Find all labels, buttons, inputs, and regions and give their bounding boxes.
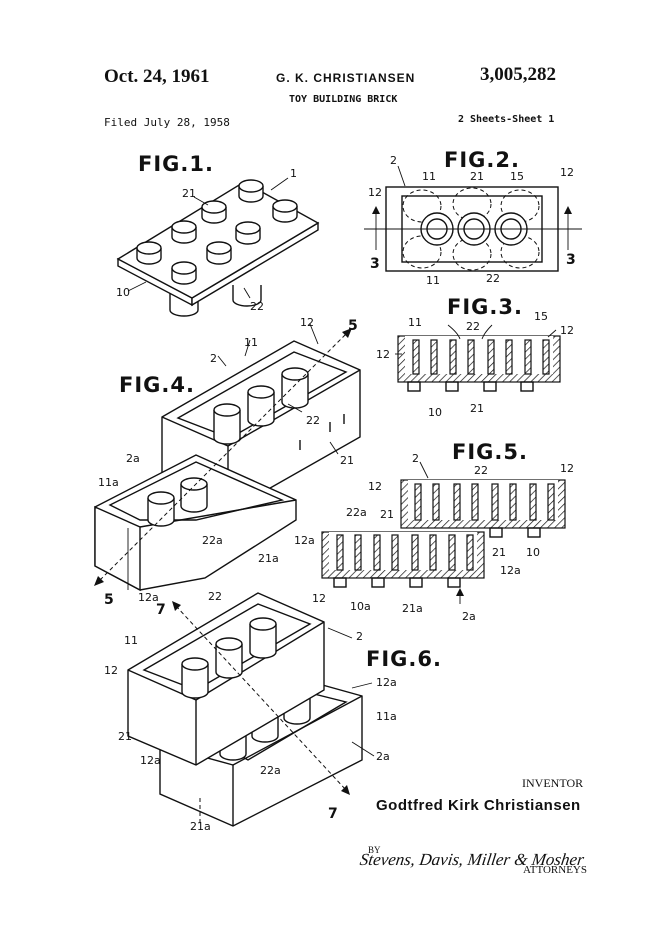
ref-fig5-12-left: 12 [368, 480, 382, 493]
ref-fig1-22: 22 [250, 300, 264, 313]
fig3-section-drawing [395, 324, 561, 392]
ref-fig5-10: 10 [526, 546, 540, 559]
inventor-name: Godtfred Kirk Christiansen [376, 797, 581, 814]
filed-date: Filed July 28, 1958 [104, 116, 230, 129]
ref-fig2-12-right: 12 [560, 166, 574, 179]
ref-fig3-12-right: 12 [560, 324, 574, 337]
inventor-label: INVENTOR [522, 776, 584, 790]
ref-fig6-12a-right: 12a [376, 676, 397, 689]
ref-fig2-22: 22 [486, 272, 500, 285]
fig6-assembly-drawing [127, 592, 375, 827]
fig3-label: FIG.3. [447, 295, 523, 319]
ref-fig4-21: 21 [340, 454, 354, 467]
ref-fig2-11-bottom: 11 [426, 274, 440, 287]
ref-fig5-21-left: 21 [380, 508, 394, 521]
by-label: BY [368, 845, 381, 855]
ref-fig1-1: 1 [290, 167, 297, 180]
ref-fig1-10: 10 [116, 286, 130, 299]
inventor-header: G. K. CHRISTIANSEN [276, 71, 416, 85]
ref-fig2-3-right: 3 [566, 252, 576, 268]
fig2-label: FIG.2. [444, 148, 520, 172]
ref-fig5-22: 22 [474, 464, 488, 477]
fig5-label: FIG.5. [452, 440, 528, 464]
ref-fig4-22a: 22a [202, 534, 223, 547]
ref-fig3-10: 10 [428, 406, 442, 419]
ref-fig5-2: 2 [412, 452, 419, 465]
ref-fig5-12-right: 12 [560, 462, 574, 475]
patent-number: 3,005,282 [480, 64, 556, 85]
patent-title: TOY BUILDING BRICK [289, 94, 398, 105]
ref-fig5-12a-left: 12a [294, 534, 315, 547]
ref-fig6-12-top: 12 [312, 592, 326, 605]
attorneys-label: ATTORNEYS [523, 864, 587, 876]
ref-fig3-11: 11 [408, 316, 422, 329]
ref-fig4-21a: 21a [258, 552, 279, 565]
ref-fig6-22a: 22a [260, 764, 281, 777]
ref-fig4-11a: 11a [98, 476, 119, 489]
ref-fig6-11: 11 [124, 634, 138, 647]
ref-fig6-2a: 2a [376, 750, 390, 763]
ref-fig2-11: 11 [422, 170, 436, 183]
ref-fig6-11a: 11a [376, 710, 397, 723]
ref-fig4-5-top: 5 [348, 318, 358, 334]
ref-fig5-12a-right: 12a [500, 564, 521, 577]
ref-fig4-2a: 2a [126, 452, 140, 465]
ref-fig3-12-left: 12 [376, 348, 390, 361]
fig1-label: FIG.1. [138, 152, 214, 176]
reference-numerals: 1 21 10 22 2 11 21 15 12 12 3 3 11 22 11… [98, 154, 576, 833]
ref-fig3-15: 15 [534, 310, 548, 323]
ref-fig6-21a: 21a [190, 820, 211, 833]
fig1-studs [136, 179, 298, 285]
ref-fig4-11: 11 [244, 336, 258, 349]
ref-fig6-12-left: 12 [104, 664, 118, 677]
ref-fig4-22: 22 [306, 414, 320, 427]
ref-fig5-22a: 22a [346, 506, 367, 519]
ref-fig6-7-bottom: 7 [328, 806, 338, 822]
ref-fig6-7-top: 7 [156, 602, 166, 618]
ref-fig6-22: 22 [208, 590, 222, 603]
ref-fig4-12a: 12a [138, 591, 159, 604]
ref-fig6-21: 21 [118, 730, 132, 743]
fig5-section-drawing [321, 461, 566, 604]
fig4-assembly-drawing [94, 323, 361, 592]
ref-fig4-2: 2 [210, 352, 217, 365]
ref-fig5-2a: 2a [462, 610, 476, 623]
ref-fig2-2: 2 [390, 154, 397, 167]
ref-fig3-21: 21 [470, 402, 484, 415]
ref-fig2-3-left: 3 [370, 256, 380, 272]
ref-fig4-5-bottom: 5 [104, 592, 114, 608]
ref-fig5-21: 21 [492, 546, 506, 559]
ref-fig5-10a: 10a [350, 600, 371, 613]
sheet-count: 2 Sheets-Sheet 1 [458, 114, 555, 125]
fig6-label: FIG.6. [366, 647, 442, 671]
ref-fig2-21: 21 [470, 170, 484, 183]
ref-fig4-12: 12 [300, 316, 314, 329]
ref-fig1-21: 21 [182, 187, 196, 200]
ref-fig2-12-left: 12 [368, 186, 382, 199]
ref-fig5-21a: 21a [402, 602, 423, 615]
attorney-signature: Stevens, Davis, Miller & Mosher [358, 850, 586, 869]
ref-fig6-2: 2 [356, 630, 363, 643]
ref-fig2-15: 15 [510, 170, 524, 183]
fig1-brick-drawing [116, 177, 320, 317]
fig2-bottom-view-drawing [364, 165, 582, 272]
fig4-label: FIG.4. [119, 373, 195, 397]
ref-fig3-22: 22 [466, 320, 480, 333]
patent-date: Oct. 24, 1961 [104, 66, 210, 87]
ref-fig6-12a-left: 12a [140, 754, 161, 767]
